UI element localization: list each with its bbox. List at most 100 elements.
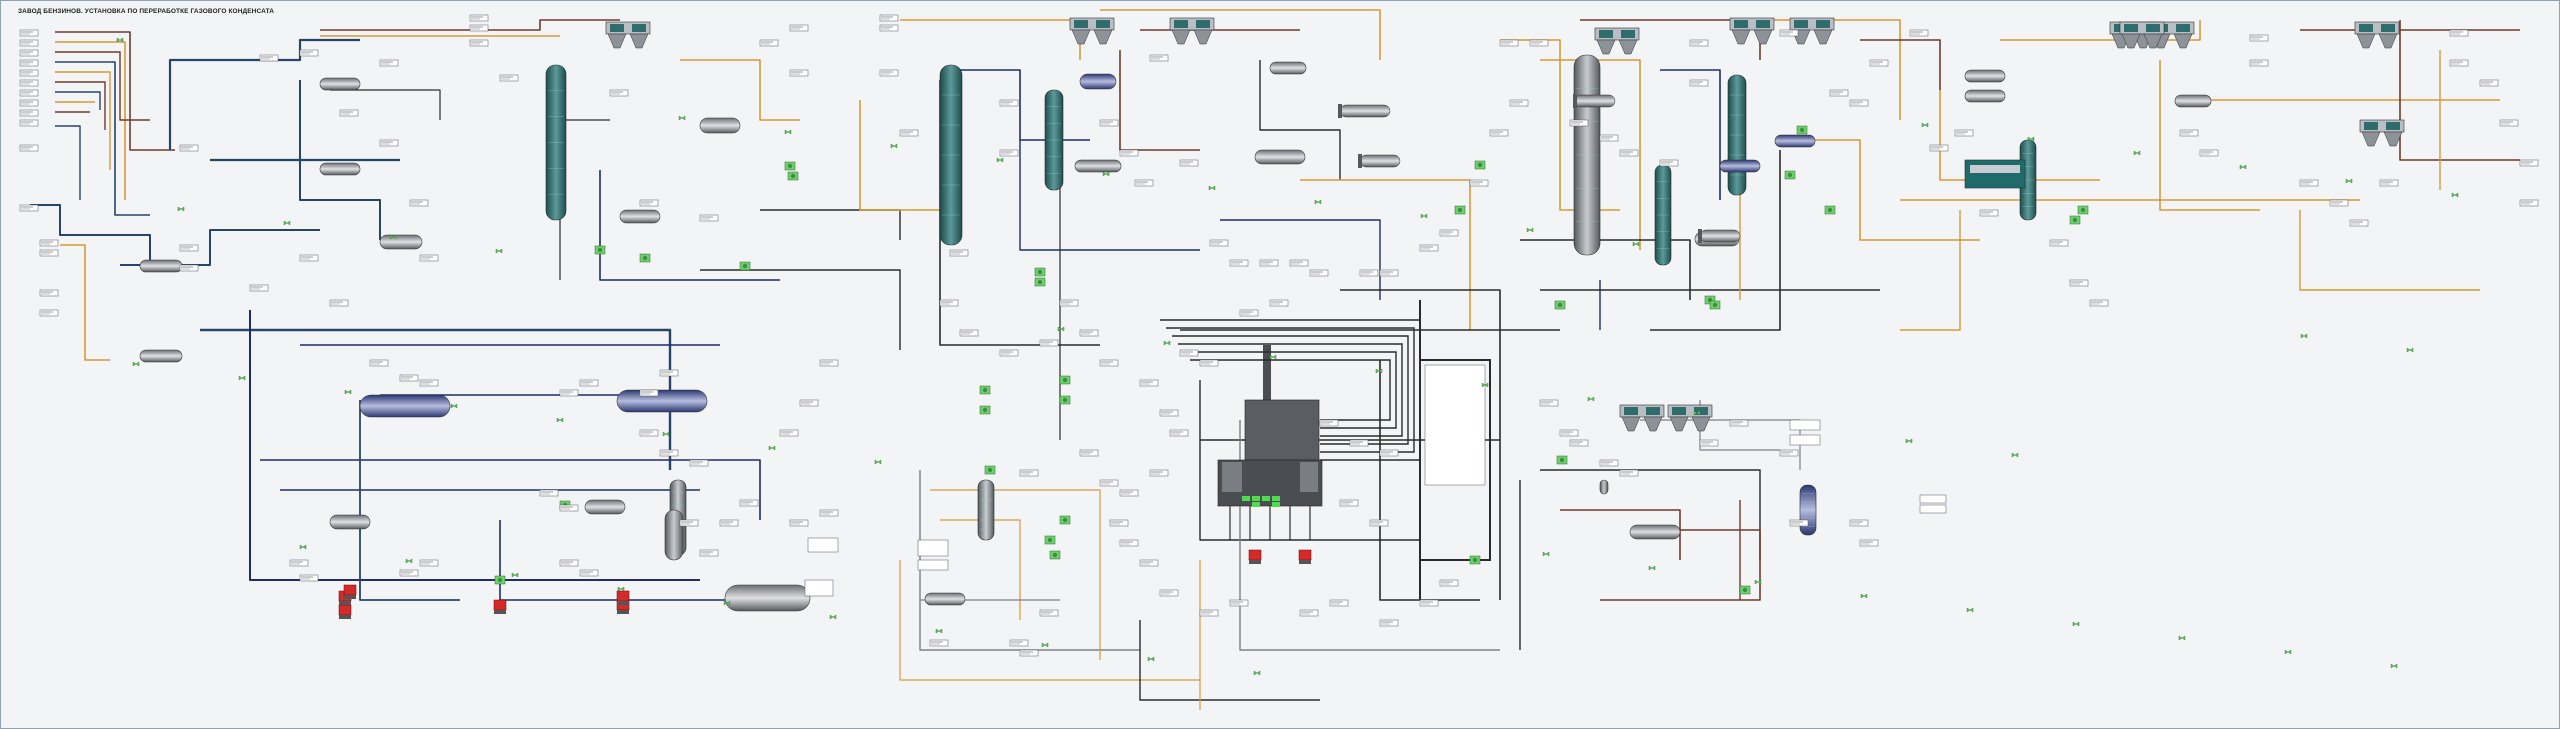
pump-icon (1554, 300, 1566, 310)
drum-icon (664, 509, 684, 561)
air-cooler-icon (2359, 119, 2405, 147)
drum-icon (1719, 159, 1761, 173)
pump-icon (639, 253, 651, 263)
instrument-tag (39, 289, 59, 297)
drum-icon (319, 77, 361, 91)
symbols-layer (19, 14, 2539, 676)
instrument-tag (19, 109, 39, 117)
instrument-tag (1419, 599, 1439, 607)
instrument-tag (1859, 539, 1879, 547)
instrument-tag (1929, 144, 1949, 152)
instrument-tag (789, 519, 809, 527)
valve-icon (1966, 607, 1974, 613)
instrument-tag (1039, 609, 1059, 617)
valve-icon (1102, 171, 1110, 177)
instrument-tag (699, 549, 719, 557)
instrument-tag (759, 39, 779, 47)
instrument-tag (299, 574, 319, 582)
instrument-tag (19, 39, 39, 47)
drum-icon (139, 259, 183, 273)
instrument-tag (1729, 419, 1749, 427)
instrument-tag (1229, 259, 1249, 267)
instrument-tag (1169, 429, 1189, 437)
instrument-tag (539, 489, 559, 497)
instrument-tag (579, 379, 599, 387)
valve-icon (177, 206, 185, 212)
valve-icon (283, 220, 291, 226)
air-cooler-icon (1964, 159, 2026, 189)
instrument-tag (639, 389, 659, 397)
valve-icon (874, 459, 882, 465)
instrument-tag (559, 559, 579, 567)
instrument-tag (2179, 129, 2199, 137)
drum-icon (2174, 94, 2212, 108)
pump-icon (1049, 550, 1061, 560)
instrument-tag (1954, 129, 1974, 137)
pump-icon (594, 245, 606, 255)
valve-icon (1526, 227, 1534, 233)
instrument-tag (1159, 589, 1179, 597)
valve-icon (344, 389, 352, 395)
valve-icon (116, 37, 124, 43)
instrument-tag (469, 14, 489, 22)
valve-icon (2345, 178, 2353, 184)
instrument-tag (1379, 449, 1399, 457)
pump-icon (784, 161, 796, 171)
pump-icon (1474, 160, 1486, 170)
instrument-tag (739, 499, 759, 507)
column-icon (939, 64, 963, 246)
instrument-tag (1119, 489, 1139, 497)
drum-icon (1964, 89, 2006, 103)
info-panel (807, 537, 839, 553)
instrument-tag (19, 49, 39, 57)
pump-icon (1044, 535, 1056, 545)
instrument-tag (1134, 179, 1154, 187)
air-cooler-icon (1729, 17, 1775, 45)
valve-icon (2451, 192, 2459, 198)
instrument-tag (329, 299, 349, 307)
air-cooler-icon (2354, 21, 2400, 49)
valve-icon (2390, 663, 2398, 669)
instrument-tag (879, 14, 899, 22)
instrument-tag (19, 144, 39, 152)
instrument-tag (1009, 639, 1029, 647)
pump-icon (979, 405, 991, 415)
instrument-tag (1849, 519, 1869, 527)
instrument-tag (1059, 299, 1079, 307)
valve-icon (2406, 347, 2414, 353)
valve-icon (511, 572, 519, 578)
drum-icon (924, 592, 966, 606)
pump-icon (2077, 205, 2089, 215)
instrument-tag (2199, 149, 2219, 157)
valve-icon (784, 129, 792, 135)
instrument-tag (179, 244, 199, 252)
valve-icon (1041, 642, 1049, 648)
instrument-tag (609, 89, 629, 97)
instrument-tag (1119, 539, 1139, 547)
valve-icon (1648, 565, 1656, 571)
instrument-tag (689, 459, 709, 467)
info-panel (804, 579, 834, 597)
column-icon (1654, 164, 1672, 266)
instrument-tag (1019, 649, 1039, 657)
instrument-tag (249, 284, 269, 292)
instrument-tag (1079, 449, 1099, 457)
info-panel (1919, 504, 1947, 514)
pump-icon (984, 465, 996, 475)
instrument-tag (1689, 79, 1709, 87)
instrument-tag (1689, 39, 1709, 47)
instrument-tag (1849, 99, 1869, 107)
heat-exchanger-icon (1338, 104, 1391, 118)
valve-icon (890, 143, 898, 149)
instrument-tag (1909, 29, 1929, 37)
valve-icon (1057, 326, 1065, 332)
instrument-tag (1539, 399, 1559, 407)
instrument-tag (1209, 239, 1229, 247)
pump-icon (1059, 515, 1071, 525)
pump-icon (1784, 170, 1796, 180)
instrument-tag (559, 389, 579, 397)
pump-icon (1034, 277, 1046, 287)
instrument-tag (779, 429, 799, 437)
instrument-tag (879, 69, 899, 77)
instrument-tag (419, 254, 439, 262)
